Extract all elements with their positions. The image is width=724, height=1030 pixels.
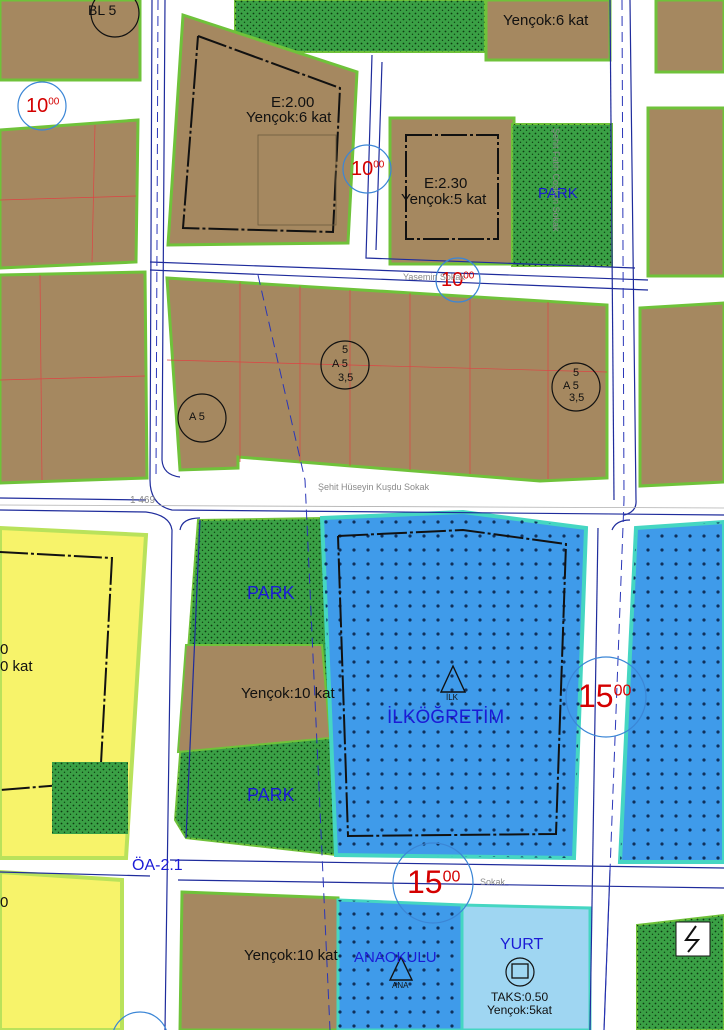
building-fragment-label: 0 xyxy=(0,641,9,658)
elevation-label: 1500 xyxy=(578,678,632,714)
building-height-label: Yençok:5 kat xyxy=(401,191,487,208)
top-green-block xyxy=(234,0,724,74)
bl-label: BL 5 xyxy=(88,2,117,18)
building-fragment-label: 0 xyxy=(0,894,9,911)
park-label: PARK xyxy=(247,583,295,603)
school-label: İLKÖĞRETİM xyxy=(387,707,505,728)
building-height-label: Yençok:6 kat xyxy=(503,12,589,29)
park-label: PARK xyxy=(538,185,578,202)
zone-code-label: ÖA-2.1 xyxy=(132,857,183,874)
middle-brown-blocks xyxy=(0,270,724,488)
dorm-height-label: Yençok:5kat xyxy=(487,1003,552,1017)
upper-brown-blocks xyxy=(166,12,724,278)
plot-symbol: A 5 xyxy=(563,380,579,392)
building-far-label: E:2.30 xyxy=(424,175,468,192)
plot-symbol: İLK xyxy=(446,693,459,702)
elevation-label: 1000 xyxy=(441,269,475,291)
dorm-icon xyxy=(511,963,529,979)
street-name: Sokak xyxy=(480,877,506,887)
symbol-circles xyxy=(90,0,601,987)
building-height-label: Yençok:10 kat xyxy=(241,685,335,702)
building-far-label: E:2.00 xyxy=(271,94,315,111)
dorm-label: YURT xyxy=(500,936,544,953)
parcel-number: 1 469 xyxy=(130,495,156,506)
plot-symbol: A 5 xyxy=(189,411,205,423)
bottom-blocks xyxy=(178,890,724,1030)
plot-symbol: 3,5 xyxy=(338,372,354,384)
street-name: Şehit Hüseyin Kuşdu Sokak xyxy=(318,482,430,492)
street-name: Şehit Fatih Coşkun Sokak xyxy=(551,128,561,232)
triangle-symbols xyxy=(388,664,467,981)
plot-symbol: 5 xyxy=(573,367,580,379)
plot-symbol: A 5 xyxy=(332,358,348,370)
elevation-label: 1000 xyxy=(351,158,385,180)
taks-label: TAKS:0.50 xyxy=(491,990,549,1004)
axis-lines xyxy=(155,0,625,1030)
plot-symbol: 3,5 xyxy=(569,392,585,404)
kindergarten-label: ANAOKULU xyxy=(354,949,437,966)
building-height-label: Yençok:6 kat xyxy=(246,109,332,126)
street-name: Yasemin Sokak xyxy=(403,272,465,282)
elevation-label: 1000 xyxy=(26,95,60,117)
elevation-circles xyxy=(17,81,647,1030)
park-label: PARK xyxy=(247,785,295,805)
yellow-zone xyxy=(0,525,149,1030)
plot-symbol: ANA xyxy=(392,981,409,990)
building-height-label: Yençok:10 kat xyxy=(244,947,338,964)
elevation-label: 1500 xyxy=(407,864,461,900)
plot-symbol: 5 xyxy=(342,344,349,356)
top-left-block xyxy=(0,0,142,270)
building-height-label: 0 kat xyxy=(0,658,33,675)
center-line xyxy=(0,504,724,509)
park-school-block xyxy=(173,509,724,864)
